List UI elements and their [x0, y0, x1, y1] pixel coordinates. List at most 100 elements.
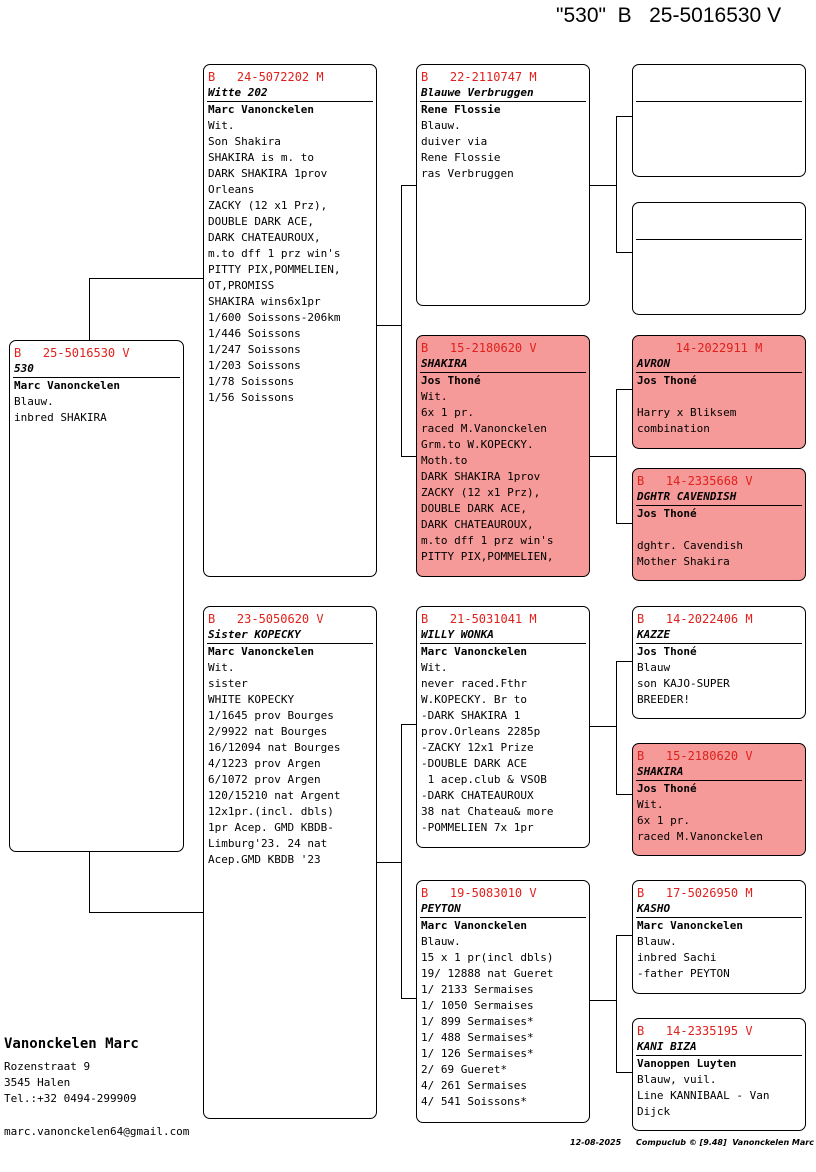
note-line: DARK SHAKIRA 1prov [421, 470, 541, 483]
connector [616, 389, 633, 390]
note-line: 4/ 541 Soissons* [421, 1095, 527, 1108]
pigeon-name: Witte 202 [207, 86, 373, 102]
breeder-phone: Tel.:+32 0494-299909 [4, 1092, 137, 1105]
connector [376, 325, 401, 326]
pigeon-name: WILLY WONKA [420, 628, 586, 644]
ring-number: 14-2022911 M [675, 341, 763, 355]
note-line: Harry x Bliksem [637, 406, 737, 419]
note-line: Blauw. [421, 119, 461, 132]
note-line: 1/ 1050 Sermaises [421, 999, 534, 1012]
owner-name: Jos Thoné [637, 374, 697, 387]
note-line: -father PEYTON [637, 967, 730, 980]
ring-number: B 24-5072202 M [208, 70, 324, 84]
note-line: 1/78 Soissons [208, 375, 295, 388]
note-line: 120/15210 nat Argent [208, 789, 341, 802]
connector [589, 185, 616, 186]
connector [589, 726, 616, 727]
connector [401, 456, 417, 457]
connector [616, 116, 633, 117]
note-line: Blauw, vuil. [637, 1073, 717, 1086]
connector [401, 998, 417, 999]
connector [89, 278, 90, 341]
note-line: -POMMELIEN 7x 1pr [421, 821, 534, 834]
pigeon-name: DGHTR CAVENDISH [636, 490, 802, 506]
note-line: prov.Orleans 2285p [421, 725, 541, 738]
note-line: DOUBLE DARK ACE, [421, 502, 527, 515]
owner-name: Jos Thoné [637, 645, 697, 658]
pigeon-notes: Blauw.inbred Sachi-father PEYTON [637, 934, 803, 982]
note-line: 1/ 899 Sermaises* [421, 1015, 534, 1028]
note-line: combination [637, 422, 710, 435]
note-line: Limburg'23. 24 nat [208, 837, 328, 850]
owner-name: Jos Thoné [637, 507, 697, 520]
pigeon-name: PEYTON [420, 902, 586, 918]
note-line: 2/9922 nat Bourges [208, 725, 328, 738]
print-date: 12-08-2025 [570, 1138, 622, 1147]
note-line: PITTY PIX,POMMELIEN, [208, 263, 341, 276]
note-line: 1/ 488 Sermaises* [421, 1031, 534, 1044]
sire-sire-dam-card[interactable] [632, 202, 806, 315]
note-line: ZACKY (12 x1 Prz), [208, 199, 328, 212]
ring-number: B 14-2335195 V [637, 1024, 753, 1038]
note-line: -ZACKY 12x1 Prize [421, 741, 534, 754]
note-line: 1/446 Soissons [208, 327, 301, 340]
connector [401, 724, 417, 725]
connector [589, 456, 616, 457]
pigeon-name: KASHO [636, 902, 802, 918]
connector [616, 935, 617, 1073]
pigeon-name: SHAKIRA [420, 357, 586, 373]
connector [616, 794, 633, 795]
note-line: 38 nat Chateau& more [421, 805, 554, 818]
sire-sire-sire-card[interactable] [632, 64, 806, 177]
note-line: 1/600 Soissons-206km [208, 311, 341, 324]
owner-name: Marc Vanonckelen [14, 379, 120, 392]
ring-number: B 25-5016530 V [14, 346, 130, 360]
note-line: 1 acep.club & VSOB [421, 773, 547, 786]
ring-number [637, 70, 801, 85]
ring-number: B 14-2022406 M [637, 612, 753, 626]
note-line: Moth.to [421, 454, 468, 467]
note-line: -DARK SHAKIRA 1 [421, 709, 521, 722]
connector [616, 116, 617, 253]
ring-number: B 17-5026950 M [637, 886, 753, 900]
owner-name: Marc Vanonckelen [421, 645, 527, 658]
breeder-email[interactable]: marc.vanonckelen64@gmail.com [4, 1125, 190, 1138]
note-line: ZACKY (12 x1 Prz), [421, 486, 541, 499]
pigeon-notes: Wit.6x 1 pr.raced M.Vanonckelen [637, 797, 803, 845]
note-line: 19/ 12888 nat Gueret [421, 967, 554, 980]
note-line: never raced.Fthr [421, 677, 527, 690]
note-line: W.KOPECKY. Br to [421, 693, 527, 706]
pigeon-name: SHAKIRA [636, 765, 802, 781]
note-line: DARK CHATEAUROUX, [421, 518, 534, 531]
note-line: 2/ 69 Gueret* [421, 1063, 508, 1076]
note-line: 4/1223 prov Argen [208, 757, 321, 770]
note-line: Blauw. [14, 395, 54, 408]
note-line: raced M.Vanonckelen [421, 422, 547, 435]
note-line: 1/56 Soissons [208, 391, 295, 404]
note-line: DARK CHATEAUROUX, [208, 231, 321, 244]
note-line: DOUBLE DARK ACE, [208, 215, 314, 228]
owner-name: Marc Vanonckelen [421, 919, 527, 932]
ring-number: B 19-5083010 V [421, 886, 537, 900]
note-line: 4/ 261 Sermaises [421, 1079, 527, 1092]
note-line: 6x 1 pr. [637, 814, 690, 827]
connector [616, 1072, 633, 1073]
connector [616, 252, 633, 253]
